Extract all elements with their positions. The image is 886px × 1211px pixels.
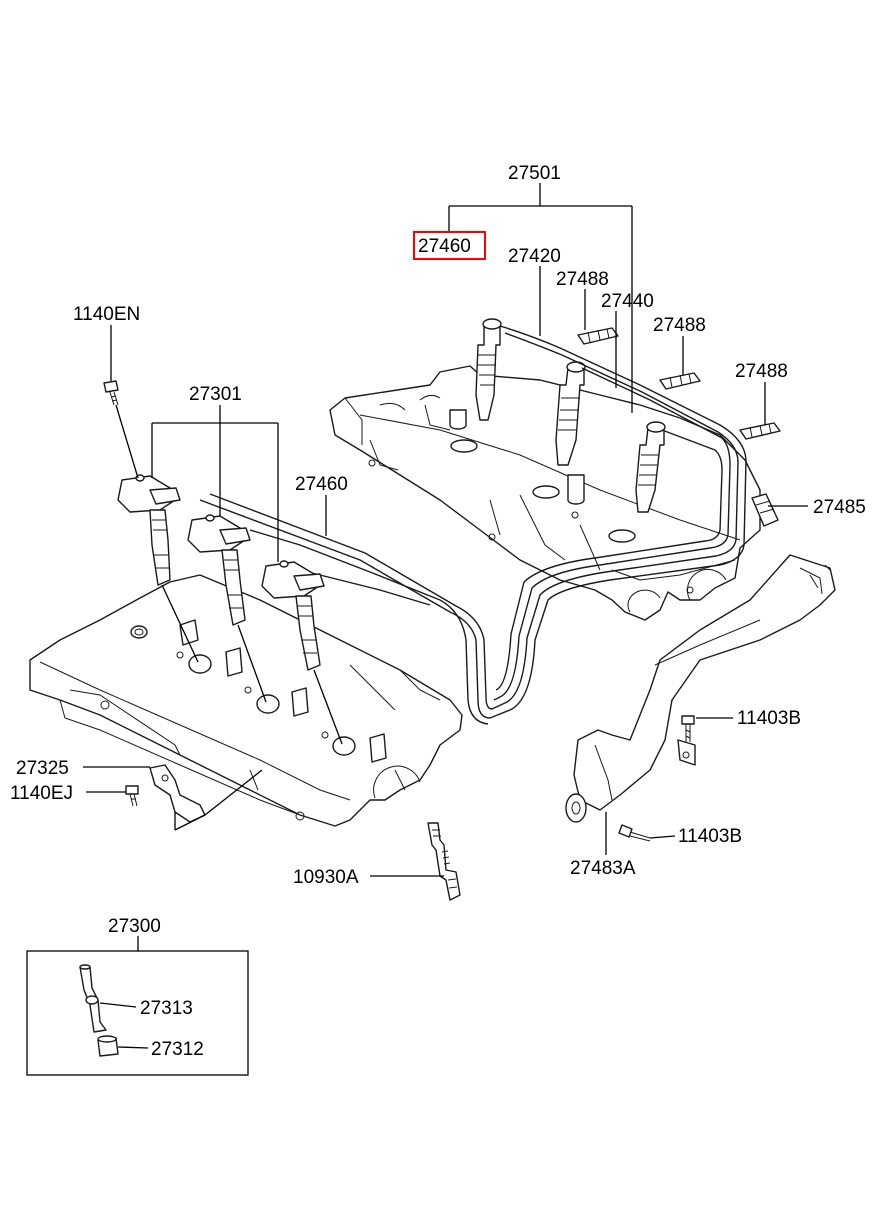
part-label-27460-selected[interactable]: 27460 xyxy=(418,236,471,257)
part-label-27312[interactable]: 27312 xyxy=(151,1039,204,1060)
part-label-27325[interactable]: 27325 xyxy=(16,758,69,779)
part-label-27460[interactable]: 27460 xyxy=(295,474,348,495)
bolt-11403b-upper xyxy=(681,715,695,742)
part-label-11403b-lower[interactable]: 11403B xyxy=(678,826,742,847)
ignition-wire-harness xyxy=(199,325,747,725)
harness-bracket xyxy=(565,554,836,823)
bolt-1140ej xyxy=(125,785,139,807)
part-label-10930a[interactable]: 10930A xyxy=(293,867,359,888)
bolt-1140en xyxy=(103,380,119,406)
wire-clip-27488-c xyxy=(739,422,781,440)
wire-clip-27488-b xyxy=(659,372,701,390)
part-label-27440[interactable]: 27440 xyxy=(601,291,654,312)
bolt-11403b-lower xyxy=(618,824,651,842)
bracket-27325 xyxy=(149,764,206,823)
ignition-coil-1 xyxy=(117,474,181,586)
plug-boot-right-1 xyxy=(475,318,502,421)
part-label-27488-b[interactable]: 27488 xyxy=(653,315,706,336)
part-label-27420[interactable]: 27420 xyxy=(508,246,561,267)
plug-boot-right-3 xyxy=(635,421,666,513)
leader-lines xyxy=(83,183,808,1049)
part-label-11403b-upper[interactable]: 11403B xyxy=(737,708,801,729)
selected-part-highlight xyxy=(413,231,486,260)
part-label-27483a[interactable]: 27483A xyxy=(570,858,636,879)
part-label-27488-c[interactable]: 27488 xyxy=(735,361,788,382)
part-label-27501[interactable]: 27501 xyxy=(508,163,561,184)
ignition-coil-3 xyxy=(261,560,325,671)
part-label-27300[interactable]: 27300 xyxy=(108,916,161,937)
part-label-27485[interactable]: 27485 xyxy=(813,497,866,518)
ignition-coil-2 xyxy=(187,514,251,626)
part-label-27313[interactable]: 27313 xyxy=(140,998,193,1019)
spark-plug xyxy=(427,822,461,901)
wire-clip-27485 xyxy=(751,493,779,527)
wire-clip-27488-a xyxy=(577,327,619,345)
part-label-1140en[interactable]: 1140EN xyxy=(73,304,140,325)
part-label-27488-a[interactable]: 27488 xyxy=(556,269,609,290)
part-label-1140ej[interactable]: 1140EJ xyxy=(10,783,73,804)
kit-27300-box xyxy=(26,950,249,1076)
cylinder-head-cover-left xyxy=(29,574,463,827)
plug-boot-right-2 xyxy=(555,361,586,466)
part-label-27301[interactable]: 27301 xyxy=(189,384,242,405)
